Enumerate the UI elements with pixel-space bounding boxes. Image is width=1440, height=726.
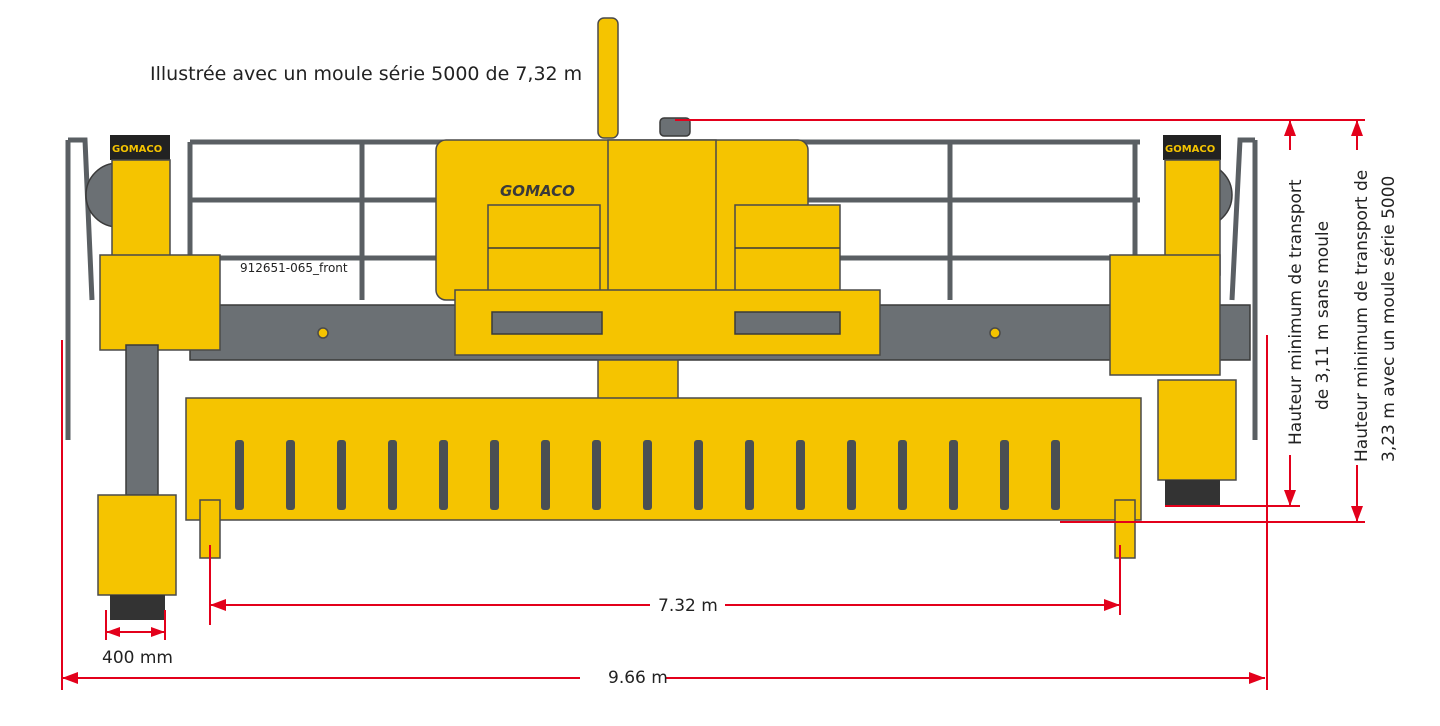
svg-text:GOMACO: GOMACO [1165,144,1215,155]
svg-text:GOMACO: GOMACO [112,144,162,155]
vibrator [1051,440,1060,510]
height-with-mold-line1: Hauteur minimum de transport de [1352,170,1372,462]
vibrator [541,440,550,510]
vibrator [286,440,295,510]
slipform-mold [185,397,1142,559]
vibrator [745,440,754,510]
mold-width-label: 7.32 m [658,596,718,616]
machine-drawing: GOMACO 912651-065_front GOMACO GOMACO [65,17,1258,620]
diagram-title: Illustrée avec un moule série 5000 de 7,… [150,63,582,85]
vibrator [388,440,397,510]
vibrator [694,440,703,510]
vibrator [643,440,652,510]
vibrator [490,440,499,510]
height-with-mold-line2: 3,23 m avec un moule série 5000 [1379,176,1399,462]
left-compartment [487,204,601,306]
drawing-id: 912651-065_front [240,261,348,275]
right-leg: GOMACO [1109,135,1237,507]
dimension-lines [61,119,1365,690]
track-width-label: 400 mm [102,648,173,668]
air-cleaner-cap [659,117,691,137]
vibrator [847,440,856,510]
height-no-mold-line2: de 3,11 m sans moule [1313,221,1333,410]
vibrator [796,440,805,510]
vibrator [898,440,907,510]
brand-label: GOMACO [500,182,575,200]
left-leg: GOMACO [85,135,221,620]
center-panel [607,139,717,301]
vibrator [235,440,244,510]
vibrator [337,440,346,510]
vibrator [592,440,601,510]
exhaust-stack [597,17,619,139]
overall-width-label: 9.66 m [608,668,668,688]
vibrator [949,440,958,510]
right-compartment [734,204,841,306]
vibrator [1000,440,1009,510]
height-no-mold-line1: Hauteur minimum de transport [1286,179,1306,445]
vibrator [439,440,448,510]
